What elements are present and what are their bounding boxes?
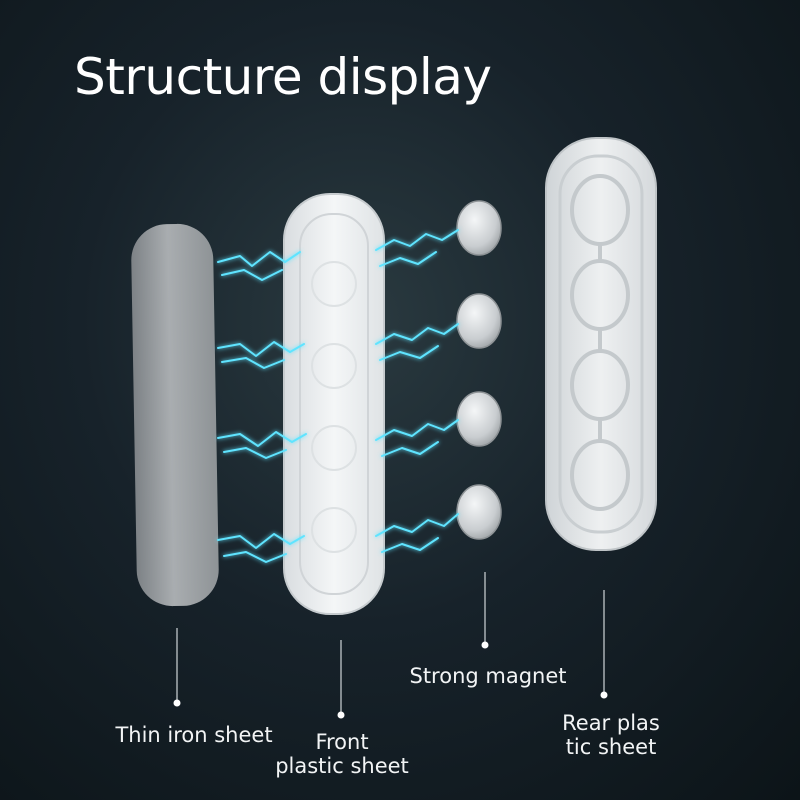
rear-sheet-label: Rear plas tic sheet	[536, 711, 686, 759]
magnet-label: Strong magnet	[409, 664, 567, 688]
magnet-disc	[456, 293, 502, 349]
front-plastic-sheet	[283, 193, 385, 615]
magnet-group	[456, 200, 502, 540]
front-sheet-label-line2: plastic sheet	[275, 754, 409, 778]
rear-plastic-sheet	[545, 137, 657, 551]
page-title: Structure display	[74, 48, 492, 106]
magnet-disc	[456, 200, 502, 256]
lightning-effect	[217, 229, 459, 563]
rear-sheet-label-line2: tic sheet	[565, 735, 657, 759]
iron-sheet-label: Thin iron sheet	[115, 723, 273, 747]
magnet-disc	[456, 391, 502, 447]
front-sheet-label: Front plastic sheet	[262, 730, 422, 778]
front-sheet-label-line1: Front	[315, 730, 369, 754]
iron-sheet	[131, 223, 219, 607]
rear-sheet-label-line1: Rear plas	[562, 711, 660, 735]
magnet-disc	[456, 484, 502, 540]
leader-lines	[173, 572, 608, 719]
